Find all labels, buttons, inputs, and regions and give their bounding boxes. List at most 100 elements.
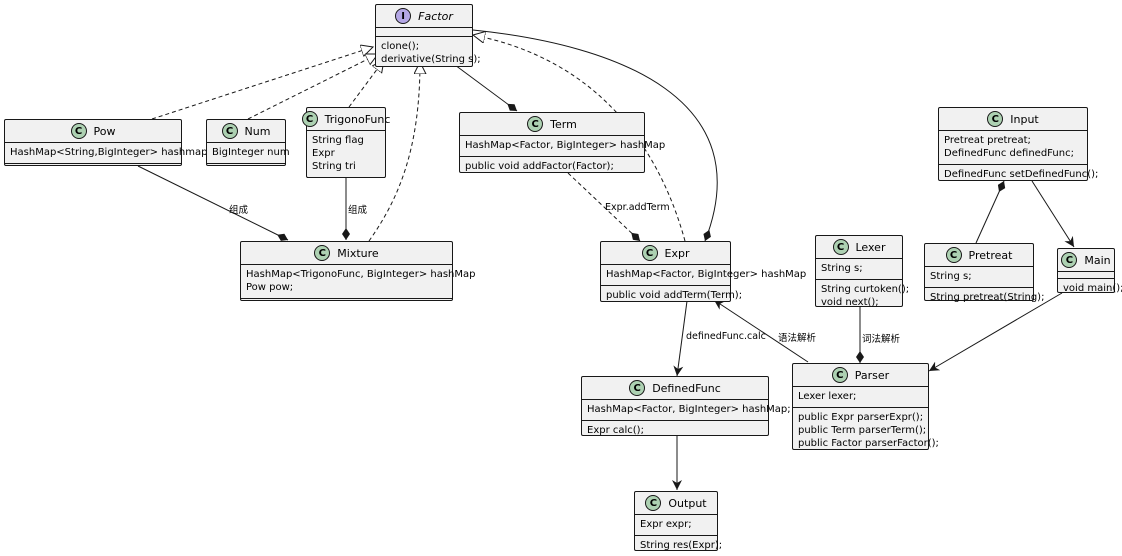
class-name: Lexer — [855, 240, 886, 254]
class-badge-icon: C — [527, 116, 544, 132]
field: HashMap<Factor, BigInteger> hashMap; — [587, 404, 791, 415]
edge-parser-expr — [713, 299, 809, 363]
method: String res(Expr); — [640, 540, 723, 551]
field: String flag — [312, 135, 364, 146]
field: Pow pow; — [246, 282, 294, 293]
edge-main-parser — [928, 292, 1063, 372]
class-name: Mixture — [337, 246, 379, 260]
class-term[interactable]: C Term HashMap<Factor, BigInteger> hashMa… — [459, 112, 666, 173]
fields-section: String s; — [925, 267, 1033, 288]
class-name: Main — [1084, 253, 1111, 267]
class-pretreat[interactable]: C Pretreat String s; String pretreat(Stri… — [924, 243, 1044, 303]
edge-label-pow-mixture: 组成 — [229, 205, 249, 216]
edge-expr-definedfunc — [673, 300, 688, 377]
fields-section: HashMap<Factor, BigInteger> hashMap — [601, 265, 807, 286]
field: Lexer lexer; — [798, 391, 857, 402]
class-name: TrigonoFunc — [324, 112, 391, 126]
methods-section: public Expr parserExpr(); public Term pa… — [793, 408, 939, 454]
fields-section: HashMap<Factor, BigInteger> hashMap; — [582, 400, 791, 421]
field: Expr — [312, 148, 335, 159]
class-badge-icon: C — [221, 123, 238, 139]
class-definedfunc[interactable]: C DefinedFunc HashMap<Factor, BigInteger>… — [581, 376, 791, 436]
class-badge-icon: C — [945, 247, 962, 263]
edge-expr-realizes-factor — [473, 35, 686, 242]
method: String pretreat(String); — [930, 292, 1045, 303]
fields-section: String flag Expr String tri — [307, 131, 385, 178]
methods-section — [307, 178, 385, 184]
class-mixture[interactable]: C Mixture HashMap<TrigonoFunc, BigInteger… — [240, 241, 476, 301]
class-badge-icon: C — [641, 245, 658, 261]
class-input[interactable]: C Input Pretreat pretreat; DefinedFunc de… — [938, 107, 1098, 181]
class-factor[interactable]: I Factor clone(); derivative(String s); — [375, 4, 481, 70]
edge-label-expr-definedfunc: definedFunc.calc — [686, 331, 766, 342]
field: DefinedFunc definedFunc; — [944, 148, 1074, 159]
edge-label-parser-expr: 语法解析 — [778, 333, 817, 344]
method: void main(); — [1063, 283, 1122, 294]
class-name: Factor — [418, 9, 453, 23]
methods-section: String pretreat(String); — [925, 288, 1045, 308]
methods-section — [241, 299, 452, 305]
method: String curtoken(); — [821, 284, 910, 295]
fields-section: HashMap<String,BigInteger> hashmap — [5, 143, 208, 164]
class-main[interactable]: C Main void main(); — [1057, 248, 1122, 294]
method: Expr calc(); — [587, 425, 644, 436]
methods-section: void main(); — [1058, 279, 1122, 299]
fields-section — [1058, 272, 1114, 279]
edge-factor-term — [454, 64, 518, 112]
fields-section: HashMap<TrigonoFunc, BigInteger> hashMap… — [241, 265, 476, 299]
class-badge-icon: C — [629, 380, 646, 396]
edge-label-lexer-parser: 词法解析 — [862, 334, 901, 345]
class-expr[interactable]: C Expr HashMap<Factor, BigInteger> hashMa… — [600, 241, 807, 302]
class-name: Parser — [854, 368, 890, 382]
edge-label-term-expr: Expr.addTerm — [605, 202, 670, 213]
field: HashMap<TrigonoFunc, BigInteger> hashMap — [246, 269, 476, 280]
fields-section: String s; — [816, 259, 902, 280]
class-badge-icon: C — [987, 111, 1004, 127]
fields-section: BigInteger num — [207, 143, 290, 164]
class-badge-icon: C — [314, 245, 331, 261]
fields-section — [376, 28, 472, 37]
fields-section: Lexer lexer; — [793, 387, 928, 408]
class-name: Term — [550, 117, 577, 131]
field: HashMap<String,BigInteger> hashmap — [10, 147, 208, 158]
methods-section: String res(Expr); — [635, 536, 723, 556]
edge-label-trigono-mixture: 组成 — [348, 205, 368, 216]
edge-factor-expr — [472, 29, 718, 242]
method: derivative(String s); — [381, 54, 481, 65]
field: HashMap<Factor, BigInteger> hashMap — [606, 269, 807, 280]
class-name: Expr — [664, 246, 690, 260]
edge-pow-realizes-factor — [151, 47, 373, 120]
class-badge-icon: C — [1061, 252, 1078, 268]
methods-section: DefinedFunc setDefinedFunc(); — [939, 165, 1099, 185]
methods-section: clone(); derivative(String s); — [376, 37, 481, 70]
fields-section: Expr expr; — [635, 515, 717, 536]
methods-section — [207, 164, 285, 170]
method: clone(); — [381, 41, 420, 52]
method: public void addFactor(Factor); — [465, 161, 614, 172]
field: Expr expr; — [640, 519, 692, 530]
method: public Expr parserExpr(); — [798, 412, 924, 423]
field: Pretreat pretreat; — [944, 135, 1031, 146]
methods-section: public void addFactor(Factor); — [460, 157, 644, 177]
edge-pow-mixture — [137, 165, 289, 241]
class-name: Input — [1010, 112, 1039, 126]
field: HashMap<Factor, BigInteger> hashMap — [465, 140, 666, 151]
field: String tri — [312, 161, 356, 172]
edge-input-pretreat — [975, 180, 1006, 244]
field: String s; — [930, 271, 972, 282]
class-name: Num — [244, 124, 271, 138]
methods-section — [5, 164, 181, 170]
method: DefinedFunc setDefinedFunc(); — [944, 169, 1099, 180]
class-name: Pretreat — [968, 248, 1013, 262]
methods-section: Expr calc(); — [582, 421, 768, 441]
class-name: DefinedFunc — [652, 381, 721, 395]
interface-badge-icon: I — [395, 8, 412, 24]
edge-input-main — [1031, 180, 1075, 248]
class-num[interactable]: C Num BigInteger num — [206, 119, 290, 166]
